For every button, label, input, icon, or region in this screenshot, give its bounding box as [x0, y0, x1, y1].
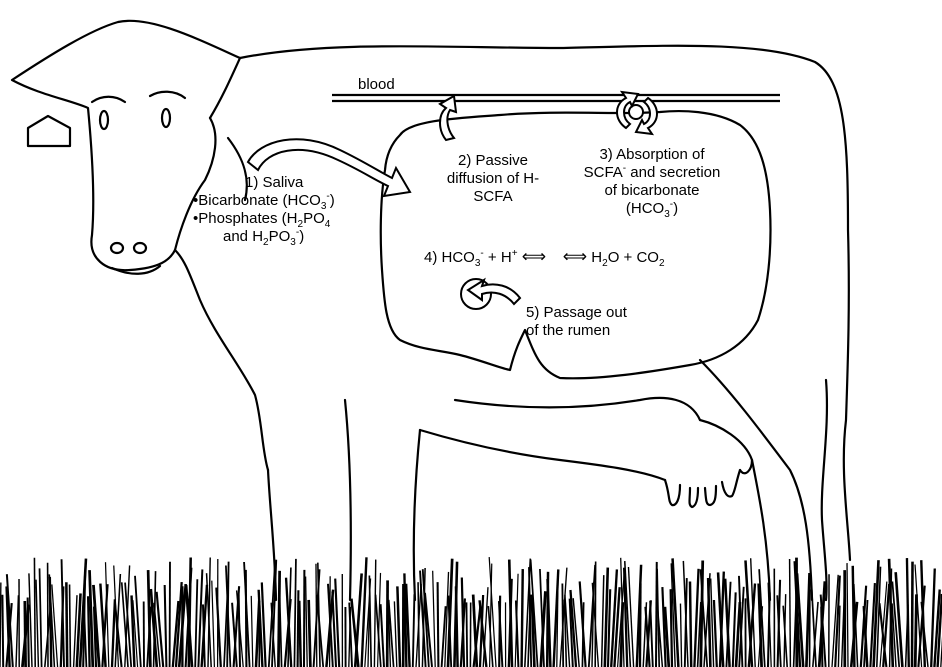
grass-blade — [369, 575, 371, 667]
grass-blade — [456, 586, 458, 667]
cow-nostril-left — [111, 243, 123, 253]
grass-blade — [374, 560, 375, 667]
grass-blade — [433, 571, 436, 667]
grass-blade — [88, 596, 89, 667]
cow-forehead-outline — [210, 58, 240, 118]
grass-blade — [66, 582, 67, 667]
step2-label: 2) Passive diffusion of H- SCFA — [438, 152, 548, 206]
step3-line2: SCFA- and secretion — [582, 164, 722, 182]
grass-blade — [608, 589, 610, 667]
cow-belly-outline — [420, 430, 665, 480]
equilibrium-arrow-2: ⟺ — [563, 247, 587, 266]
cow-eye-right — [162, 109, 170, 127]
grass-blade — [294, 559, 296, 667]
blood-label: blood — [358, 76, 395, 94]
step3-line4: (HCO3-) — [582, 200, 722, 218]
grass-blade — [212, 581, 215, 667]
grass-blade — [708, 578, 710, 667]
grass-blade — [0, 582, 1, 667]
grass-blade — [165, 585, 167, 667]
step1-phosphates-2: and H2PO3-) — [193, 228, 335, 246]
equilibrium-arrow-1: ⟺ — [522, 247, 546, 266]
step5-line1: 5) Passage out — [526, 304, 627, 322]
grass-blade — [714, 600, 717, 667]
grass-blade — [418, 582, 419, 667]
grass-blade — [907, 558, 909, 667]
step3-line3: of bicarbonate — [582, 182, 722, 200]
step1-label: 1) Saliva •Bicarbonate (HCO3-) •Phosphat… — [193, 174, 335, 246]
cow-neck-outline — [175, 250, 268, 470]
grass-blade — [397, 586, 400, 667]
grass-blade — [915, 594, 916, 667]
absorption-transporter — [629, 105, 643, 119]
cow-brow-left — [92, 97, 125, 102]
cow-udder-top — [700, 420, 752, 473]
step1-bicarbonate: •Bicarbonate (HCO3-) — [193, 192, 335, 210]
grass-blade — [605, 568, 608, 667]
grass-blade — [309, 600, 311, 667]
step4-equation: 4) HCO3- + H+ ⟺ ⟺ H2O + CO2 — [424, 248, 665, 267]
cow-ear-tag — [28, 116, 70, 146]
grass-blade — [381, 604, 384, 667]
step3-line1: 3) Absorption of — [582, 146, 722, 164]
grass — [0, 557, 942, 667]
cow-udder — [665, 470, 740, 507]
grass-blade — [195, 579, 197, 667]
grass-blade — [40, 568, 42, 667]
grass-blade — [853, 566, 855, 667]
step5-line2: of the rumen — [526, 322, 627, 340]
step1-phosphates: •Phosphates (H2PO4 — [193, 210, 335, 228]
cow-front-leg-3 — [414, 430, 420, 600]
grass-blade — [2, 595, 3, 667]
grass-blade — [912, 562, 913, 667]
step2-line2: diffusion of H- — [438, 170, 548, 188]
grass-blade — [413, 594, 415, 667]
grass-blade — [34, 558, 35, 667]
grass-blade — [25, 601, 26, 667]
step2-line1: 2) Passive — [438, 152, 548, 170]
cow-belly-line — [455, 398, 700, 420]
step3-label: 3) Absorption of SCFA- and secretion of … — [582, 146, 722, 218]
grass-blade — [680, 604, 681, 667]
grass-blade — [733, 592, 736, 667]
grass-blade — [650, 601, 653, 667]
grass-blade — [28, 598, 29, 667]
grass-blade — [112, 599, 115, 667]
cow-body-outline — [240, 46, 850, 560]
grass-blade — [394, 601, 396, 667]
step5-label: 5) Passage out of the rumen — [526, 304, 627, 340]
grass-blade — [70, 584, 71, 667]
cow-brow-right — [150, 92, 185, 98]
cow-hind-leg — [752, 460, 770, 600]
cow-front-leg-2 — [345, 400, 351, 600]
grass-blade — [896, 572, 903, 667]
grass-blade — [602, 575, 604, 667]
cow-back-leg-outline — [822, 380, 827, 600]
grass-blade — [36, 580, 38, 667]
grass-blade — [466, 602, 467, 667]
grass-blade — [157, 592, 164, 667]
grass-blade — [671, 589, 672, 667]
grass-blade — [16, 595, 18, 667]
grass-blade — [847, 563, 848, 667]
grass-blade — [251, 596, 253, 667]
grass-blade — [690, 582, 691, 667]
grass-blade — [299, 601, 301, 667]
grass-blade — [562, 584, 563, 667]
grass-blade — [522, 569, 523, 667]
grass-blade — [135, 576, 141, 667]
cow-nostril-right — [134, 243, 146, 253]
grass-blade — [306, 576, 308, 667]
cow-eye-left — [100, 111, 108, 129]
grass-blade — [516, 601, 518, 667]
grass-blade — [438, 582, 439, 667]
grass-blade — [316, 564, 317, 667]
grass-blade — [790, 559, 791, 667]
step2-line3: SCFA — [438, 188, 548, 206]
step1-title: 1) Saliva — [193, 174, 335, 192]
